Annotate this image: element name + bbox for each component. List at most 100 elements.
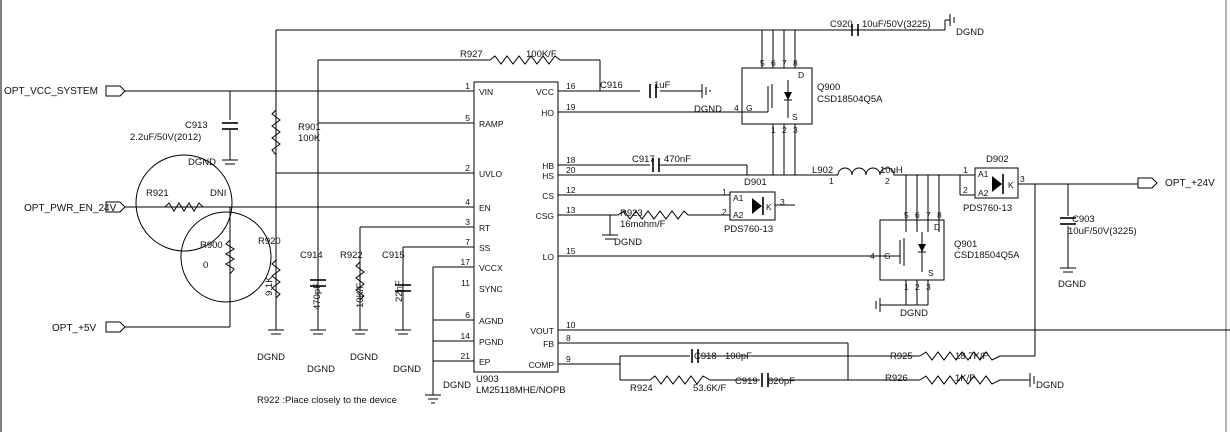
c918-ref: C918 <box>694 351 717 362</box>
r926-value: 1K/F <box>955 373 975 384</box>
c903-gnd: DGND <box>1058 279 1086 290</box>
ic-pin-name: HS <box>542 171 554 181</box>
labels: C920 10uF/50V(3225) DGND R927 100K/F C91… <box>130 19 1137 406</box>
ic-pin-name: VCC <box>536 87 554 97</box>
ic-pin-num: 16 <box>566 81 576 91</box>
ic-pin-num: 14 <box>461 331 471 341</box>
r920-ref: R920 <box>258 236 281 247</box>
dni-circle-r900 <box>180 211 272 303</box>
r925-ref: R925 <box>890 351 913 362</box>
svg-text:A1: A1 <box>978 169 989 179</box>
c914-gnd: DGND <box>307 364 335 375</box>
c920-ref: C920 <box>830 19 853 30</box>
ic-pin-name: RT <box>479 223 490 233</box>
c913-gnd: DGND <box>188 157 216 168</box>
svg-text:2: 2 <box>885 176 890 186</box>
ic-pin-num: 12 <box>566 185 576 195</box>
r924-value: 53.6K/F <box>693 383 726 394</box>
svg-text:A2: A2 <box>733 210 744 220</box>
ic-pin-num: 11 <box>461 278 470 288</box>
ic-pin-name: COMP <box>529 360 555 370</box>
gnd-c915 <box>395 329 411 335</box>
ic-pin-num: 5 <box>465 113 470 123</box>
svg-text:K: K <box>1008 180 1014 190</box>
r924-ref: R924 <box>630 383 653 394</box>
r920-body <box>271 259 281 299</box>
l902-value: 10uH <box>880 165 903 176</box>
svg-text:2: 2 <box>722 207 727 217</box>
port-pwr-en: OPT_PWR_EN_24V <box>24 201 126 214</box>
d902-value: PDS760-13 <box>963 203 1012 214</box>
ic-pin-name: CSG <box>536 211 554 221</box>
svg-text:3: 3 <box>1020 174 1025 184</box>
c916-value: 1uF <box>654 80 671 91</box>
r925-value: 18.7K/F <box>955 351 988 362</box>
ic-pin-num: 13 <box>566 205 576 215</box>
ic-pin-name: RAMP <box>479 119 504 129</box>
ic-pin-name: UVLO <box>479 169 503 179</box>
grounds <box>222 14 1076 404</box>
r900-ref: R900 <box>200 240 223 251</box>
c913-ref: C913 <box>185 120 208 131</box>
r927-body <box>489 55 561 65</box>
ic-pin-name: VIN <box>479 87 493 97</box>
ic-pin-name: EP <box>479 357 491 367</box>
gnd-c916 <box>701 84 711 98</box>
ic-pin-name: HO <box>541 108 554 118</box>
svg-text:2: 2 <box>963 185 968 195</box>
dni-circle-r921 <box>135 154 233 252</box>
r922-ref: R922 <box>340 250 363 261</box>
q900-value: CSD18504Q5A <box>817 94 883 105</box>
ic-pin-num: 10 <box>566 320 576 330</box>
ic-pin-num: 15 <box>566 246 576 256</box>
ic-pin-name: HB <box>542 161 554 171</box>
mosfet-q900 <box>741 67 813 125</box>
gnd-c914 <box>310 329 326 335</box>
ic-pin-name: AGND <box>479 316 504 326</box>
c916-gnd: DGND <box>694 104 722 115</box>
ic-pin-name: CS <box>542 191 554 201</box>
ic-pin-num: 19 <box>566 102 576 112</box>
port-plus24v: OPT_+24V <box>1137 177 1215 189</box>
svg-text:G: G <box>746 103 753 113</box>
gnd-r920 <box>268 329 284 335</box>
mosfet-pin-num: 7 <box>782 58 787 68</box>
r921-ref: R921 <box>146 188 169 199</box>
gnd-c920 <box>949 14 955 26</box>
svg-text:4: 4 <box>870 251 875 261</box>
diode-d901 <box>729 191 776 221</box>
ic-pin-num: 3 <box>465 217 470 227</box>
placement-note: R922 :Place closely to the device <box>257 395 397 406</box>
mosfet-q901 <box>879 219 945 281</box>
r926-body <box>919 375 1001 385</box>
svg-text:S: S <box>792 112 798 122</box>
c916-ref: C916 <box>600 80 623 91</box>
svg-text:D: D <box>934 222 940 232</box>
gnd-r923 <box>602 234 618 240</box>
q901-ref: Q901 <box>954 239 977 250</box>
svg-text:1: 1 <box>829 176 834 186</box>
d901-ref: D901 <box>744 177 767 188</box>
svg-text:OPT_VCC_SYSTEM: OPT_VCC_SYSTEM <box>4 86 98 97</box>
ic-pin-num: 9 <box>566 354 571 364</box>
ic-pin-num: 8 <box>566 333 571 343</box>
r923-value: 16mohm/F <box>620 219 666 230</box>
ic-pin-name: SYNC <box>479 284 503 294</box>
gnd-c913 <box>222 159 238 165</box>
r920-value: 9.1K <box>264 276 275 296</box>
inductor-l902 <box>837 167 898 176</box>
svg-text:A1: A1 <box>733 193 744 203</box>
r923-gnd: DGND <box>614 237 642 248</box>
resistors <box>164 55 1001 385</box>
mosfet-pin-num: 6 <box>771 58 776 68</box>
ic-pin-num: 17 <box>461 257 471 267</box>
ic-part: LM25118MHE/NOPB <box>476 385 566 396</box>
r922-body <box>355 261 365 301</box>
mosfet-pin-num: 1 <box>904 282 909 292</box>
ic-pins: 1VIN5RAMP2UVLO4EN3RT7SS17VCCX11SYNC6AGND… <box>461 81 576 370</box>
ic-pin-name: FB <box>543 339 554 349</box>
r921-value: DNI <box>210 188 226 199</box>
c918-value: 100pF <box>725 351 752 362</box>
ic-pin-num: 7 <box>465 237 470 247</box>
